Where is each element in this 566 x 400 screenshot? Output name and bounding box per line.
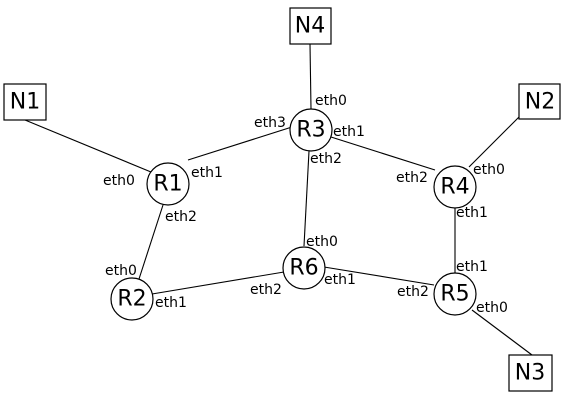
link-r5-n3	[471, 309, 533, 356]
iface-r5-eth1: eth1	[456, 259, 488, 275]
iface-r6-eth2: eth2	[250, 282, 282, 298]
iface-r2-eth0: eth0	[105, 263, 137, 279]
iface-r3-eth2: eth2	[310, 151, 342, 167]
network-N1[interactable]: N1	[3, 83, 47, 121]
link-n1-r1	[24, 119, 152, 173]
network-N2[interactable]: N2	[518, 83, 561, 120]
network-N4[interactable]: N4	[289, 7, 332, 45]
iface-r5-eth2: eth2	[397, 284, 429, 300]
network-N3[interactable]: N3	[508, 354, 553, 392]
router-R4[interactable]: R4	[433, 165, 477, 209]
iface-r1-eth2: eth2	[165, 209, 197, 225]
iface-r6-eth0: eth0	[306, 234, 338, 250]
router-label: R5	[440, 282, 469, 307]
router-R1[interactable]: R1	[146, 162, 190, 206]
link-r3-r6	[303, 150, 310, 247]
iface-r1-eth1: eth1	[191, 165, 223, 181]
links	[24, 43, 533, 356]
link-n4-r3	[309, 43, 312, 110]
link-r1-r2	[138, 204, 164, 280]
router-R2[interactable]: R2	[110, 277, 154, 321]
router-R3[interactable]: R3	[289, 108, 333, 152]
router-label: R4	[440, 175, 469, 200]
link-r3-r4	[330, 136, 436, 171]
router-label: R1	[153, 172, 182, 197]
iface-r4-eth0: eth0	[473, 162, 505, 178]
iface-r4-eth2: eth2	[396, 170, 428, 186]
link-n2-r4	[468, 116, 520, 168]
router-label: R6	[289, 256, 318, 281]
router-R5[interactable]: R5	[433, 272, 477, 316]
iface-r3-eth1: eth1	[333, 124, 365, 140]
network-label: N3	[515, 361, 545, 386]
router-label: R3	[296, 118, 325, 143]
iface-r5-eth0: eth0	[476, 300, 508, 316]
iface-r3-eth3: eth3	[254, 115, 286, 131]
network-label: N1	[10, 90, 40, 115]
network-label: N4	[295, 14, 325, 39]
network-label: N2	[525, 90, 555, 115]
iface-r3-eth0: eth0	[315, 93, 347, 109]
iface-r2-eth1: eth1	[155, 295, 187, 311]
iface-r4-eth1: eth1	[456, 205, 488, 221]
router-R6[interactable]: R6	[282, 246, 326, 290]
link-r6-r5	[323, 266, 435, 286]
link-r2-r6	[151, 271, 285, 295]
link-r1-r3	[187, 126, 293, 161]
interface-labels: eth0 eth1 eth3 eth2 eth0 eth0 eth1 eth2 …	[103, 93, 508, 316]
iface-r1-eth0: eth0	[103, 173, 135, 189]
router-label: R2	[117, 287, 146, 312]
iface-r6-eth1: eth1	[324, 272, 356, 288]
